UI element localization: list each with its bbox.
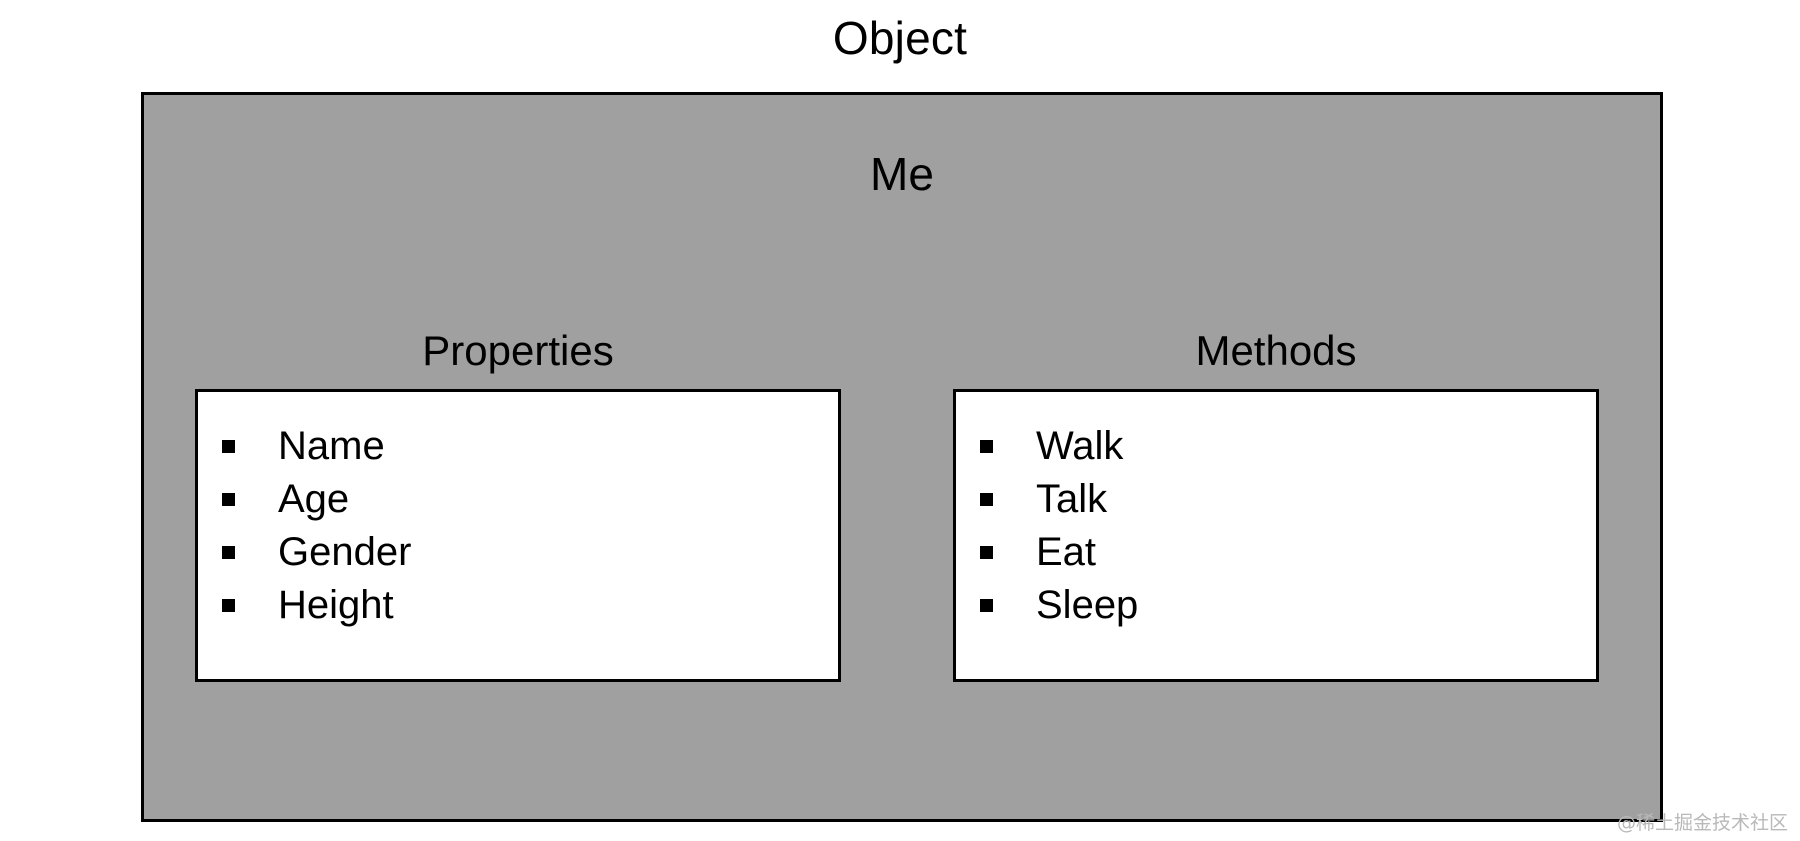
page-title: Object	[832, 12, 968, 64]
list-item: Gender	[222, 526, 838, 579]
properties-box: Name Age Gender Height	[195, 389, 841, 682]
property-label: Gender	[278, 530, 412, 574]
member-group-methods: Methods Walk Talk Eat	[953, 326, 1599, 682]
method-label: Sleep	[1036, 583, 1139, 627]
method-label: Talk	[1036, 477, 1108, 521]
methods-box: Walk Talk Eat Sleep	[953, 389, 1599, 682]
list-item: Eat	[980, 526, 1596, 579]
object-container: Me Properties Name Age	[141, 92, 1663, 822]
method-label: Walk	[1036, 424, 1124, 468]
square-bullet-icon	[222, 599, 235, 612]
property-label: Name	[278, 424, 385, 468]
square-bullet-icon	[980, 493, 993, 506]
square-bullet-icon	[222, 440, 235, 453]
member-group-properties: Properties Name Age Gender	[195, 326, 841, 682]
square-bullet-icon	[980, 546, 993, 559]
member-groups: Properties Name Age Gender	[144, 95, 1660, 819]
property-label: Age	[278, 477, 350, 521]
watermark: @稀土掘金技术社区	[1616, 812, 1788, 834]
list-item: Walk	[980, 420, 1596, 473]
square-bullet-icon	[980, 599, 993, 612]
list-item: Talk	[980, 473, 1596, 526]
property-label: Height	[278, 583, 394, 627]
square-bullet-icon	[222, 546, 235, 559]
list-item: Sleep	[980, 579, 1596, 632]
square-bullet-icon	[222, 493, 235, 506]
instance-name-label: Me	[870, 148, 934, 200]
group-heading-methods: Methods	[1195, 327, 1357, 374]
method-label: Eat	[1036, 530, 1097, 574]
list-item: Name	[222, 420, 838, 473]
list-item: Height	[222, 579, 838, 632]
list-item: Age	[222, 473, 838, 526]
properties-list: Name Age Gender Height	[198, 420, 838, 632]
group-heading-properties: Properties	[422, 327, 614, 374]
square-bullet-icon	[980, 440, 993, 453]
methods-list: Walk Talk Eat Sleep	[956, 420, 1596, 632]
